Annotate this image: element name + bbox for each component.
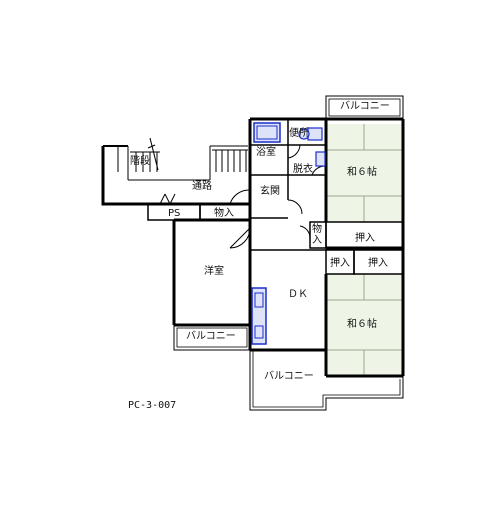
balcony-top-label: バルコニー bbox=[340, 101, 390, 112]
closet-2-label: 押入 bbox=[330, 258, 350, 269]
toilet-label: 便所 bbox=[289, 128, 309, 139]
balcony-top-outline bbox=[325, 95, 404, 120]
door-swing-western bbox=[229, 227, 251, 249]
door-swing-dressing bbox=[287, 199, 303, 215]
stair-outline bbox=[101, 146, 148, 206]
balcony-left-label: バルコニー bbox=[186, 331, 236, 342]
storage-top-label: 物入 bbox=[214, 208, 234, 219]
kitchen-counter-icon bbox=[251, 287, 267, 345]
balcony-left-outline bbox=[173, 324, 251, 351]
washbasin-icon bbox=[315, 151, 326, 167]
balcony-bottom-outline bbox=[249, 350, 404, 411]
gate-icon bbox=[159, 193, 176, 205]
balcony-bottom-label: バルコニー bbox=[264, 371, 314, 382]
closet-3-label: 押入 bbox=[368, 258, 388, 269]
toilet-icon bbox=[298, 127, 323, 141]
bathtub-icon bbox=[253, 122, 281, 143]
closet-1-label: 押入 bbox=[355, 233, 375, 244]
japanese-room-1-label: 和６帖 bbox=[347, 167, 377, 178]
door-swing-bath bbox=[287, 144, 301, 159]
japanese-room-2-label: 和６帖 bbox=[347, 319, 377, 330]
door-swing-japanese bbox=[311, 165, 327, 176]
dressing-label: 脱衣 bbox=[293, 164, 313, 175]
stairs-label: 階段 bbox=[130, 156, 150, 167]
ps-label: PS bbox=[168, 208, 181, 219]
storage-mid-label: 物入 bbox=[312, 224, 322, 246]
plan-code: PC-3-007 bbox=[128, 400, 177, 411]
entrance-label: 玄関 bbox=[260, 186, 280, 197]
bath-label: 浴室 bbox=[256, 147, 276, 158]
door-swing-storage bbox=[299, 225, 311, 239]
corridor-label: 通路 bbox=[192, 181, 212, 192]
dk-label: ＤＫ bbox=[288, 289, 308, 300]
western-room-label: 洋室 bbox=[204, 266, 224, 277]
door-swing-corridor bbox=[229, 189, 251, 205]
